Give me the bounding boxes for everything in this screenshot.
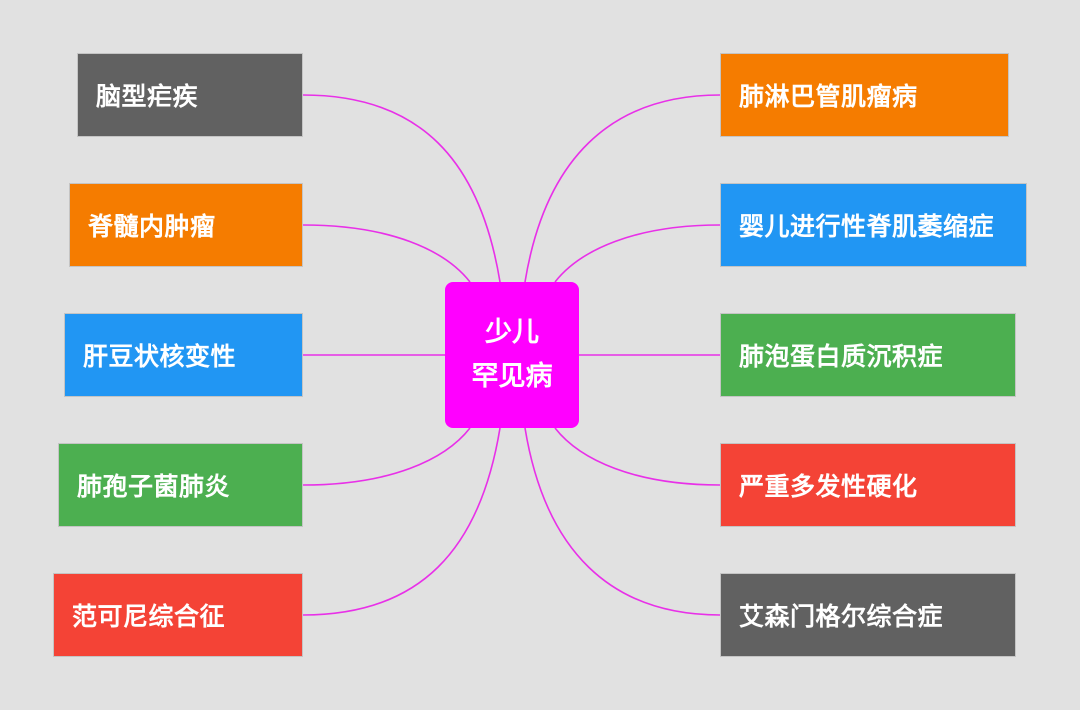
- left-node-2[interactable]: 脊髓内肿瘤: [69, 183, 303, 267]
- center-title-line-2: 罕见病: [471, 361, 553, 392]
- connector-left-4: [302, 427, 471, 486]
- right-node-4[interactable]: 严重多发性硬化: [720, 443, 1016, 527]
- right-node-3[interactable]: 肺泡蛋白质沉积症: [720, 313, 1016, 397]
- connector-right-2: [554, 224, 721, 283]
- connector-left-1: [302, 94, 501, 283]
- connector-right-4: [554, 427, 721, 486]
- right-node-1[interactable]: 肺淋巴管肌瘤病: [720, 53, 1009, 137]
- center-title-line-1: 少儿: [485, 317, 539, 348]
- left-node-5[interactable]: 范可尼综合征: [53, 573, 303, 657]
- right-node-5[interactable]: 艾森门格尔综合症: [720, 573, 1016, 657]
- center-node[interactable]: 少儿 罕见病: [445, 282, 579, 428]
- left-node-4[interactable]: 肺孢子菌肺炎: [58, 443, 303, 527]
- connector-right-1: [524, 94, 721, 283]
- right-node-2[interactable]: 婴儿进行性脊肌萎缩症: [720, 183, 1027, 267]
- left-node-3[interactable]: 肝豆状核变性: [64, 313, 303, 397]
- connector-left-5: [302, 427, 501, 616]
- connector-left-2: [302, 224, 471, 283]
- connector-right-5: [524, 427, 721, 616]
- left-node-1[interactable]: 脑型疟疾: [77, 53, 303, 137]
